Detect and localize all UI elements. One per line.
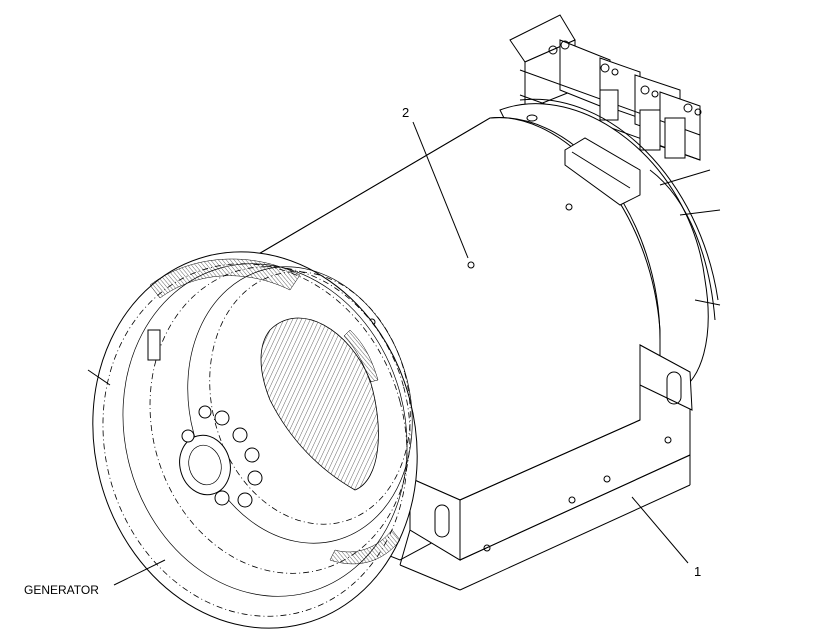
callout-2: 2 [402, 105, 409, 120]
leader-line-1 [631, 496, 689, 564]
terminal-block [509, 14, 702, 161]
leader-line-generator [113, 559, 166, 586]
generator-label: GENERATOR [24, 583, 99, 597]
generator-front-face [87, 251, 418, 629]
mounting-bracket [399, 344, 693, 591]
callout-1: 1 [694, 564, 701, 579]
leader-line-2 [412, 121, 469, 259]
